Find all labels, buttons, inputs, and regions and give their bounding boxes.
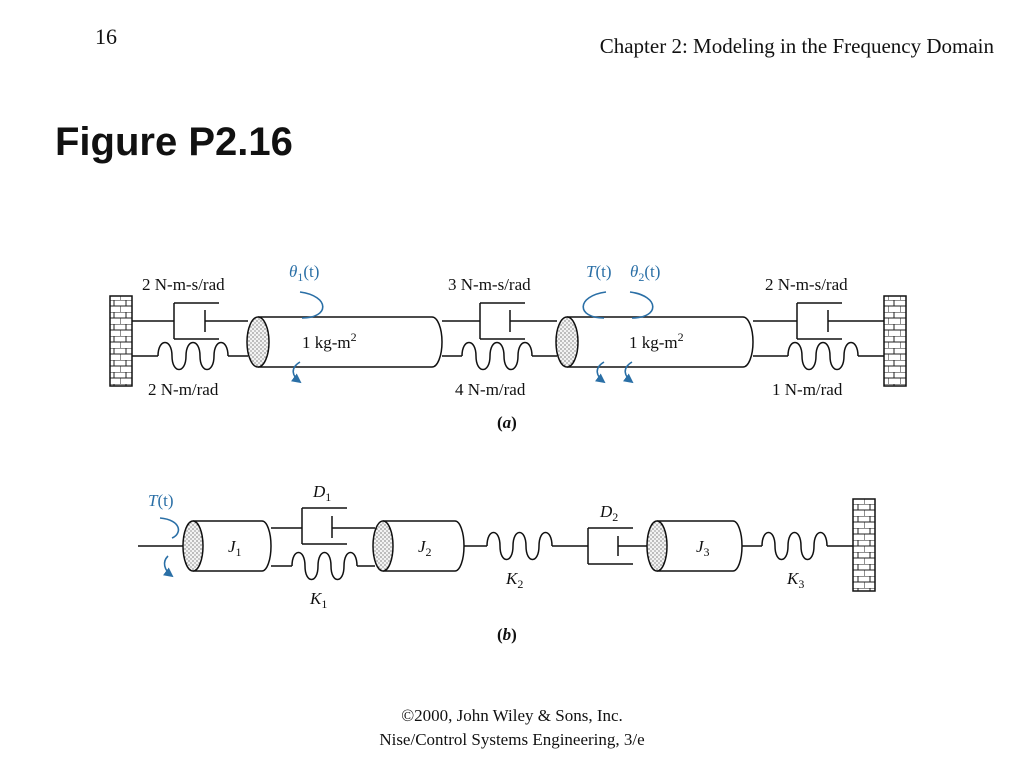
part-b-caption: (b) (497, 625, 517, 644)
copyright-line: ©2000, John Wiley & Sons, Inc. (401, 706, 623, 725)
inertia-j2 (372, 520, 465, 572)
theta1-label: θ1(t) (289, 262, 319, 284)
page-number: 16 (95, 24, 117, 49)
j3-label: J3 (696, 537, 710, 559)
wall-b (852, 498, 876, 592)
right-damper-label: 2 N-m-s/rad (765, 275, 848, 294)
right-wall (883, 295, 907, 387)
left-damper-label: 2 N-m-s/rad (142, 275, 225, 294)
chapter-title: Chapter 2: Modeling in the Frequency Dom… (599, 34, 994, 58)
inertia-2-label: 1 kg-m2 (629, 330, 684, 352)
spring-k2 (464, 531, 588, 561)
d2-label: D2 (599, 502, 618, 524)
left-spring-label: 2 N-m/rad (148, 380, 219, 399)
spring-k1 (271, 551, 375, 581)
theta2-label: θ2(t) (630, 262, 660, 284)
part-b-diagram (138, 498, 876, 592)
part-a-caption: (a) (497, 413, 517, 432)
inertia-2 (555, 316, 754, 368)
part-a-diagram (109, 291, 907, 387)
left-spring (132, 341, 248, 371)
torque-b-arrow (159, 517, 178, 576)
inertia-1-label: 1 kg-m2 (302, 330, 357, 352)
inertia-j3 (646, 520, 743, 572)
torque-a-label: T(t) (586, 262, 612, 281)
j2-label: J2 (418, 537, 432, 559)
right-spring-label: 1 N-m/rad (772, 380, 843, 399)
damper-d1 (271, 507, 375, 545)
j1-label: J1 (228, 537, 242, 559)
k3-label: K3 (786, 569, 804, 591)
damper-d2 (587, 527, 648, 565)
figure-title: Figure P2.16 (55, 120, 293, 164)
d1-label: D1 (312, 482, 331, 504)
inertia-j1 (182, 520, 272, 572)
theta1-arrow (293, 291, 324, 382)
middle-spring (442, 341, 557, 371)
middle-damper-label: 3 N-m-s/rad (448, 275, 531, 294)
left-damper (132, 302, 248, 340)
footer: ©2000, John Wiley & Sons, Inc. Nise/Cont… (0, 704, 1024, 752)
middle-spring-label: 4 N-m/rad (455, 380, 526, 399)
torque-b-label: T(t) (148, 491, 174, 510)
left-wall (109, 295, 133, 387)
k2-label: K2 (505, 569, 523, 591)
right-spring (753, 341, 884, 371)
theta2-arrow (625, 291, 654, 382)
spring-k3 (742, 531, 853, 561)
book-title-line: Nise/Control Systems Engineering, 3/e (379, 730, 645, 749)
inertia-1 (246, 316, 443, 368)
right-damper (753, 302, 884, 340)
middle-damper (442, 302, 557, 340)
k1-label: K1 (309, 589, 327, 611)
torque-a-arrow (582, 291, 606, 382)
